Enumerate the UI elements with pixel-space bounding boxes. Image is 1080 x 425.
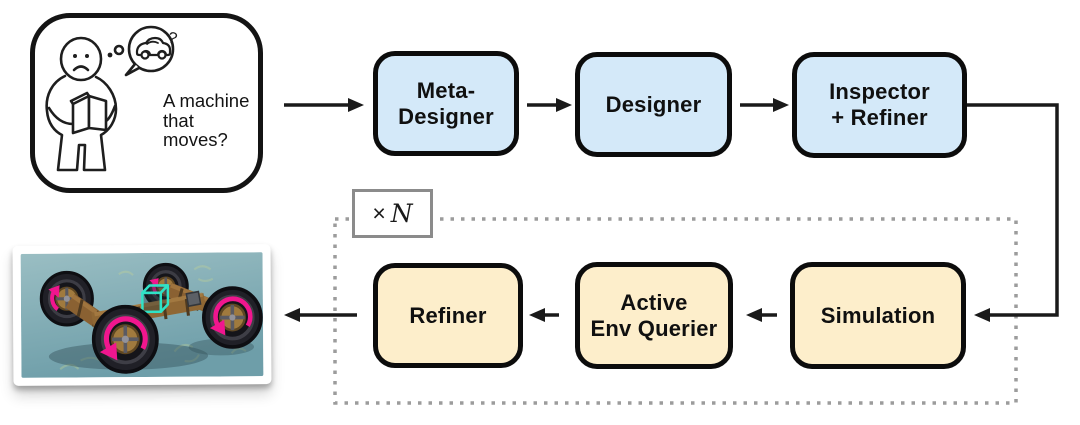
thought-dot-small xyxy=(107,52,113,58)
node-label: Inspector + Refiner xyxy=(829,79,930,130)
node-refiner: Refiner xyxy=(373,263,523,368)
loop-count-badge: × N xyxy=(352,189,433,238)
result-machine-photo xyxy=(12,244,272,386)
wheel-front-left xyxy=(91,304,159,374)
simulated-vehicle-image xyxy=(20,252,264,378)
node-designer: Designer xyxy=(575,52,732,157)
node-label: Simulation xyxy=(820,302,936,328)
person-thinking-illustration: ? xyxy=(45,25,179,172)
node-meta-designer: Meta- Designer xyxy=(373,51,519,156)
loop-count-n: N xyxy=(390,199,413,228)
wheel-spin-arrow xyxy=(99,342,118,361)
node-inspector-refiner: Inspector + Refiner xyxy=(792,52,967,158)
node-label: Active Env Querier xyxy=(590,289,718,341)
prompt-card: ? A machine that moves? xyxy=(30,13,263,193)
thought-bubble-tail xyxy=(124,62,141,77)
selection-cube xyxy=(141,284,170,314)
wheel-spin-arrow xyxy=(48,285,60,298)
manual-left-page xyxy=(71,94,91,135)
person-arm-left xyxy=(47,106,75,126)
times-symbol: × xyxy=(372,200,386,226)
person-frown xyxy=(72,65,90,72)
prompt-text: A machine that moves? xyxy=(163,90,250,150)
node-active-env-querier: Active Env Querier xyxy=(575,262,733,369)
question-mark-icon: ? xyxy=(166,29,179,48)
wheel-front-right xyxy=(202,286,263,349)
person-head xyxy=(59,36,103,82)
node-simulation: Simulation xyxy=(790,262,966,369)
node-label: Designer xyxy=(605,91,702,117)
node-label: Refiner xyxy=(409,302,487,328)
wheel-spin-arrow xyxy=(209,319,226,336)
manual-cover-edge xyxy=(69,91,91,106)
person-eye-left xyxy=(73,54,77,58)
arrow-inspector-to-simulation xyxy=(967,103,1059,322)
thought-dot-large xyxy=(113,44,125,56)
node-label: Meta- Designer xyxy=(398,77,494,129)
car-icon xyxy=(135,36,172,60)
person-eye-right xyxy=(85,54,89,58)
manual-right-page xyxy=(87,94,108,132)
